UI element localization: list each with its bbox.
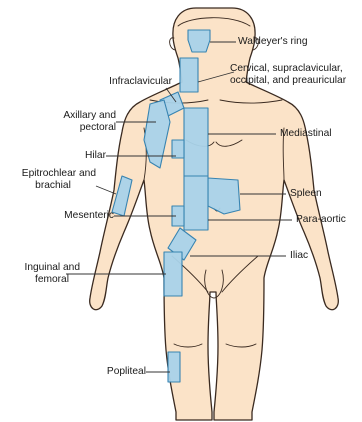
hilar-region [172,140,184,158]
label-epitrochlear-line1: Epitrochlear and [22,168,96,180]
label-axillary-line2: pectoral [80,122,116,134]
label-infraclavicular: Infraclavicular [109,76,172,88]
label-inguinal-line2: femoral [24,274,80,286]
label-axillary-line1: Axillary and [63,110,116,122]
popliteal-region [168,352,180,382]
label-mesenteric: Mesenteric [64,210,114,222]
label-mediastinal: Mediastinal [280,128,332,140]
label-cervical-line2: occipital, and preauricular [230,75,346,87]
label-spleen: Spleen [290,188,322,200]
leader-epitrochlear [96,186,116,194]
label-para-aortic: Para-aortic [296,214,346,226]
waldeyer-region [188,30,210,52]
label-iliac: Iliac [290,250,308,262]
cervical-region [180,58,198,92]
spleen-region [208,178,240,214]
mediastinal-region [184,108,208,176]
para-aortic-region [184,176,208,230]
label-popliteal: Popliteal [107,366,146,378]
label-inguinal-line1: Inguinal and [24,262,80,274]
label-epitrochlear-line2: brachial [28,180,78,192]
inguinal-region [164,252,182,296]
label-cervical-line1: Cervical, supraclavicular, [230,63,343,75]
label-hilar: Hilar [85,150,106,162]
label-waldeyers-ring: Waldeyer's ring [238,36,308,48]
